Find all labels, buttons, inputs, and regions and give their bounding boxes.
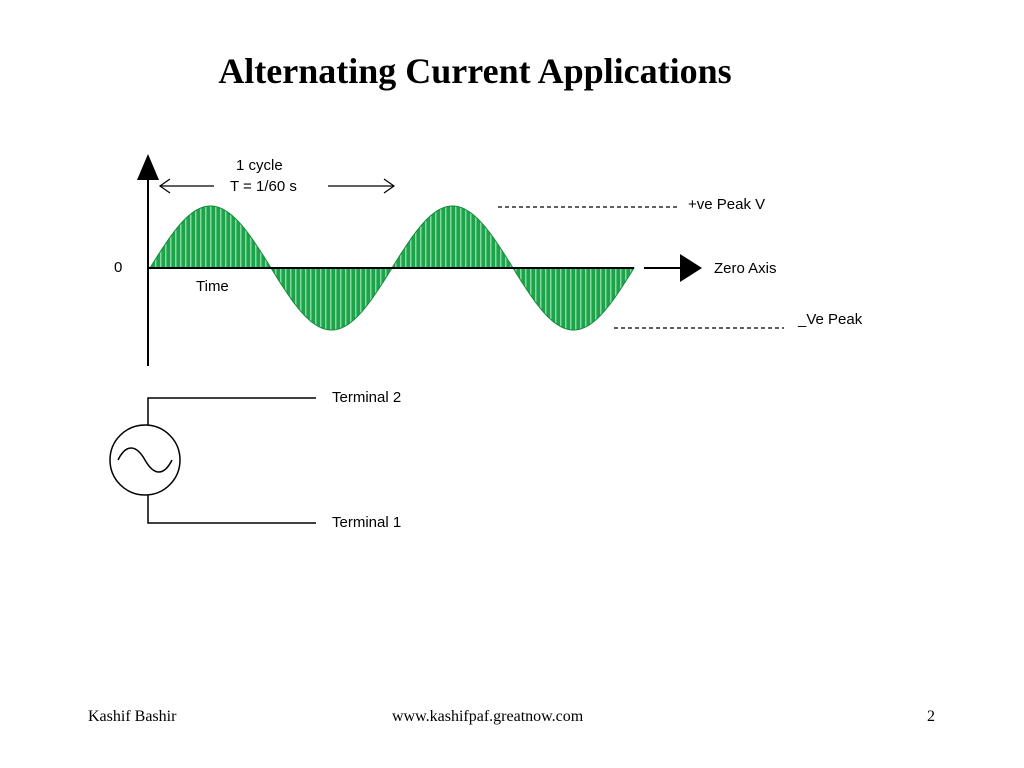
terminal-1-label: Terminal 1 xyxy=(332,514,401,531)
time-label: Time xyxy=(196,278,229,295)
terminal-2-wire xyxy=(147,397,316,425)
zero-label: 0 xyxy=(114,259,122,276)
slide-title: Alternating Current Applications xyxy=(218,51,732,91)
zero-axis-arrow-icon xyxy=(680,254,702,282)
zero-axis-label: Zero Axis xyxy=(714,260,777,277)
cycle-label: 1 cycle xyxy=(236,157,283,174)
cycle-arrow-right-icon xyxy=(383,178,396,194)
terminal-1-wire xyxy=(147,495,316,524)
vertical-axis-arrow-icon xyxy=(137,154,159,180)
footer-url: www.kashifpaf.greatnow.com xyxy=(392,708,584,725)
period-label: T = 1/60 s xyxy=(230,178,297,195)
terminal-2-label: Terminal 2 xyxy=(332,389,401,406)
neg-peak-label: _Ve Peak xyxy=(797,311,863,328)
sine-symbol-icon xyxy=(117,447,173,473)
footer-author: Kashif Bashir xyxy=(88,708,177,725)
pos-peak-label: +ve Peak V xyxy=(688,196,765,213)
page-number: 2 xyxy=(927,708,935,725)
cycle-arrow-left-icon xyxy=(158,178,171,194)
